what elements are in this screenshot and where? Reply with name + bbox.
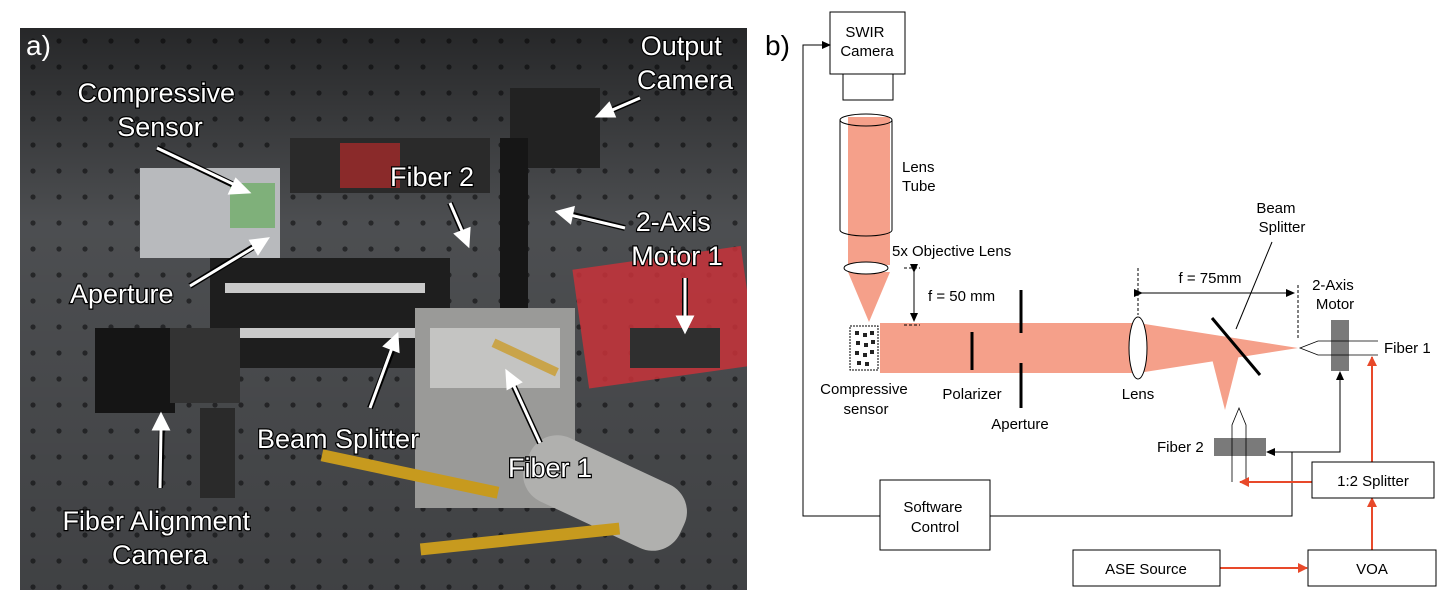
fiber1-label: Fiber 1 [1384, 340, 1431, 357]
callout-aperture: Aperture [70, 279, 174, 309]
software-control-box [879, 479, 991, 551]
swir-camera-label: SWIR Camera [840, 24, 894, 60]
callout-compressive-sensor-line1: Compressive [77, 78, 235, 108]
beam-splitter-line1: Beam [1256, 200, 1295, 217]
lens-tube-line2: Tube [902, 178, 936, 195]
software-control-line2: Control [911, 519, 959, 536]
objective-lens-label: 5x Objective Lens [892, 243, 1011, 260]
callout-motor1-line2: Motor 1 [631, 241, 723, 271]
compressive-sensor-line1: Compressive [820, 381, 908, 398]
fiber1-tip [1298, 340, 1378, 356]
beam-split [1208, 343, 1242, 410]
callout-fiber2: Fiber 2 [390, 162, 474, 192]
callout-alignment-camera-line2: Camera [112, 540, 209, 570]
fiber2-label: Fiber 2 [1157, 439, 1204, 456]
panel-b-label: b) [765, 30, 790, 61]
fiber2-block [1214, 438, 1266, 456]
beam-splitter-label: Beam Splitter [1256, 200, 1305, 236]
callout-compressive-sensor-line2: Sensor [117, 112, 203, 142]
callout-beam-splitter: Beam Splitter [257, 424, 419, 454]
lens-tube [839, 113, 893, 237]
callout-fiber1: Fiber 1 [508, 453, 592, 483]
callout-output-camera-line1: Output [641, 31, 723, 61]
motor-block [1331, 320, 1349, 371]
software-control-label: Software Control [903, 499, 966, 536]
cage-system [210, 258, 450, 368]
lens-element [1128, 316, 1148, 380]
focal-75-label: f = 75mm [1179, 270, 1242, 287]
control-wire-camera [802, 41, 880, 517]
beam-splitter-line2: Splitter [1259, 219, 1306, 236]
polarizer-label: Polarizer [942, 386, 1001, 403]
voa-label: VOA [1356, 561, 1388, 578]
voa-box [1307, 549, 1437, 587]
light-beam [848, 117, 1298, 410]
lab-photo: Compressive Sensor Output Camera Fiber 2… [20, 28, 747, 590]
fiber-ferrule [491, 338, 559, 377]
beam-splitter-pointer [1235, 241, 1273, 330]
compressive-sensor-element [849, 325, 879, 371]
lens-tube-line1: Lens [902, 159, 935, 176]
motor-line1: 2-Axis [1312, 277, 1354, 294]
beam-focus-cone [848, 272, 890, 322]
motor-line2: Motor [1316, 296, 1354, 313]
lens-label: Lens [1122, 386, 1155, 403]
focal-50-label: f = 50 mm [928, 288, 995, 305]
alignment-camera-body [95, 328, 175, 413]
kapton-tape-2 [419, 522, 621, 556]
callout-output-camera: Output Camera [637, 31, 734, 95]
ase-source-box [1072, 549, 1221, 587]
splitter-box [1311, 461, 1435, 499]
software-control-line1: Software [903, 499, 962, 516]
callout-alignment-camera: Fiber Alignment Camera [62, 506, 257, 570]
compressive-sensor-line2: sensor [843, 401, 888, 418]
callout-alignment-camera-line1: Fiber Alignment [62, 506, 250, 536]
callout-compressive-sensor: Compressive Sensor [77, 78, 242, 142]
splitter-label: 1:2 Splitter [1337, 473, 1409, 490]
fiber2-tip [1231, 406, 1247, 482]
alignment-bar [523, 435, 687, 551]
camera-mount [842, 73, 894, 101]
motor1-body [630, 328, 720, 368]
panel-a-label: a) [26, 30, 51, 61]
callout-output-camera-line2: Camera [637, 65, 734, 95]
motor-label: 2-Axis Motor [1312, 277, 1358, 313]
beam-horizontal [880, 323, 1138, 373]
ase-source-label: ASE Source [1105, 561, 1187, 578]
aperture-label: Aperture [991, 416, 1049, 433]
callout-motor1-line1: 2-Axis [636, 207, 711, 237]
lens-tube-label: Lens Tube [902, 159, 939, 195]
stage-post [200, 408, 235, 498]
beam-splitter-element [1210, 317, 1262, 376]
swir-camera-line1: SWIR [845, 24, 884, 41]
beam-vertical [848, 117, 890, 265]
objective-lens [843, 261, 889, 275]
compressive-sensor-label: Compressive sensor [820, 381, 912, 418]
swir-camera-line2: Camera [840, 43, 894, 60]
kapton-tape [320, 449, 500, 499]
callout-motor1: 2-Axis Motor 1 [631, 207, 723, 271]
